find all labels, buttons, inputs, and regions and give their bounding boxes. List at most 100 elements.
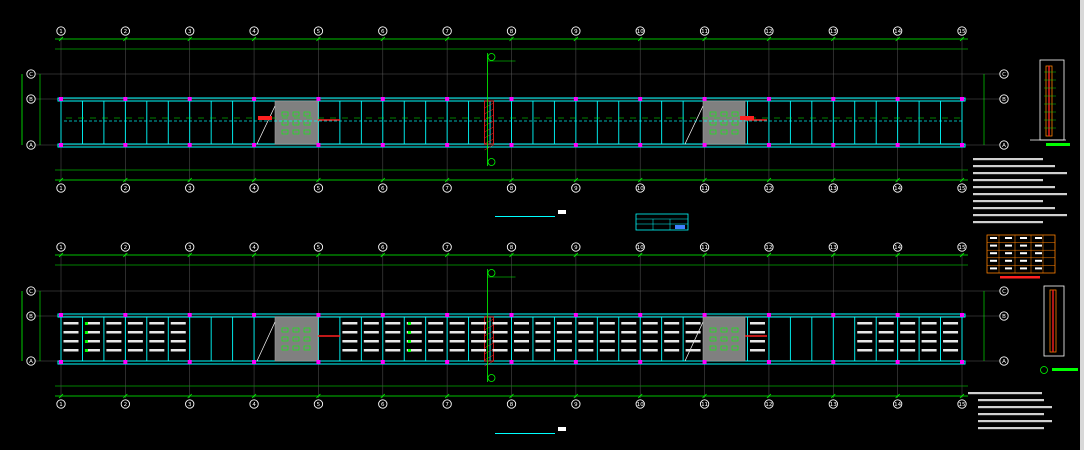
label-marker xyxy=(408,331,411,334)
caption-underline xyxy=(495,216,555,217)
row-axis-bubble xyxy=(999,356,1009,366)
axis-bubble-bottom xyxy=(249,399,259,409)
section-marker xyxy=(487,269,496,277)
note-line xyxy=(973,200,1043,203)
column xyxy=(445,143,450,147)
axis-label-top: 11 xyxy=(701,29,708,35)
dim-tick xyxy=(959,177,965,183)
row-axis-label: C xyxy=(29,72,33,78)
column xyxy=(380,143,385,147)
stair-core xyxy=(702,316,746,362)
room-label-block xyxy=(664,340,680,343)
core-detail xyxy=(281,345,289,351)
axis-bubble-bottom xyxy=(699,399,710,409)
column xyxy=(59,313,63,317)
row-axis-bubble xyxy=(999,140,1009,150)
column xyxy=(59,97,63,101)
dim-tick xyxy=(831,177,836,183)
column xyxy=(960,97,964,101)
label-marker xyxy=(85,349,88,352)
room-label-block xyxy=(363,322,379,325)
axis-label-bottom: 7 xyxy=(445,186,449,192)
room-label-block xyxy=(685,322,701,325)
room-label-block xyxy=(342,322,358,325)
note-line xyxy=(973,186,1055,189)
hatch-line xyxy=(484,126,494,133)
axis-bubble-top xyxy=(699,242,710,252)
column xyxy=(380,360,385,364)
axis-bubble-bottom xyxy=(506,399,517,409)
axis-label-bottom: 8 xyxy=(510,402,514,408)
axis-bubble-bottom xyxy=(185,399,195,409)
axis-label-top: 7 xyxy=(445,245,449,251)
column xyxy=(960,313,964,317)
note-line xyxy=(973,193,1067,196)
axis-bubble-top xyxy=(506,242,517,252)
note-line xyxy=(978,413,1044,416)
room-label-block xyxy=(406,340,422,343)
hatch-line xyxy=(484,324,494,331)
axis-bubble-top xyxy=(56,242,66,252)
axis-bubble-top xyxy=(828,242,838,252)
axis-label-top: 5 xyxy=(317,245,321,251)
core-detail xyxy=(731,336,739,342)
axis-bubble-bottom xyxy=(764,183,774,193)
room-label-block xyxy=(84,322,100,325)
dim-tick xyxy=(444,36,450,42)
room-label-block xyxy=(514,331,529,334)
dim-tick xyxy=(573,393,579,399)
room-label-block xyxy=(685,340,701,343)
axis-bubble-bottom xyxy=(699,183,710,193)
schedule-cell-text xyxy=(1020,252,1027,255)
column xyxy=(638,97,643,101)
room-label-block xyxy=(84,340,100,343)
axis-label-bottom: 5 xyxy=(317,186,321,192)
room-label-block xyxy=(621,340,637,343)
axis-bubble-bottom xyxy=(313,183,324,193)
room-label-block xyxy=(514,340,529,343)
core-detail xyxy=(281,327,289,333)
axis-label-bottom: 6 xyxy=(381,186,385,192)
row-axis-label: A xyxy=(1002,359,1006,365)
room-label-block xyxy=(342,331,358,334)
room-label-block xyxy=(685,331,701,334)
axis-label-bottom: 3 xyxy=(188,402,192,408)
column xyxy=(252,143,257,147)
red-tag xyxy=(258,116,272,120)
dim-tick xyxy=(702,177,707,183)
room-label-block xyxy=(127,349,143,352)
dim-tick xyxy=(831,252,836,258)
axis-label-top: 14 xyxy=(894,29,901,35)
hatch-line xyxy=(484,132,494,139)
core-detail xyxy=(292,111,300,117)
column xyxy=(702,360,707,364)
axis-bubble-bottom xyxy=(892,399,903,409)
axis-label-bottom: 11 xyxy=(701,186,708,192)
room-label-block xyxy=(492,349,508,352)
room-label-block xyxy=(535,331,551,334)
column xyxy=(59,143,63,147)
legend-table xyxy=(635,213,689,231)
dim-tick xyxy=(380,252,386,258)
dim-tick xyxy=(509,36,514,42)
core-detail xyxy=(709,120,717,126)
room-label-block xyxy=(664,322,680,325)
axis-bubble-bottom xyxy=(635,183,645,193)
room-label-block xyxy=(492,331,508,334)
axis-label-top: 10 xyxy=(637,245,644,251)
axis-bubble-top xyxy=(249,242,259,252)
axis-label-top: 4 xyxy=(252,29,256,35)
hatch-line xyxy=(484,354,494,361)
core-detail xyxy=(731,345,739,351)
axis-label-top: 9 xyxy=(574,29,578,35)
room-label-block xyxy=(63,349,79,352)
room-label-block xyxy=(84,331,100,334)
core-detail xyxy=(720,336,728,342)
stair-core xyxy=(702,100,746,145)
dim-tick xyxy=(123,393,128,399)
dim-tick xyxy=(187,177,192,183)
axis-label-bottom: 6 xyxy=(381,402,385,408)
dim-tick xyxy=(959,393,965,399)
column xyxy=(445,313,450,317)
